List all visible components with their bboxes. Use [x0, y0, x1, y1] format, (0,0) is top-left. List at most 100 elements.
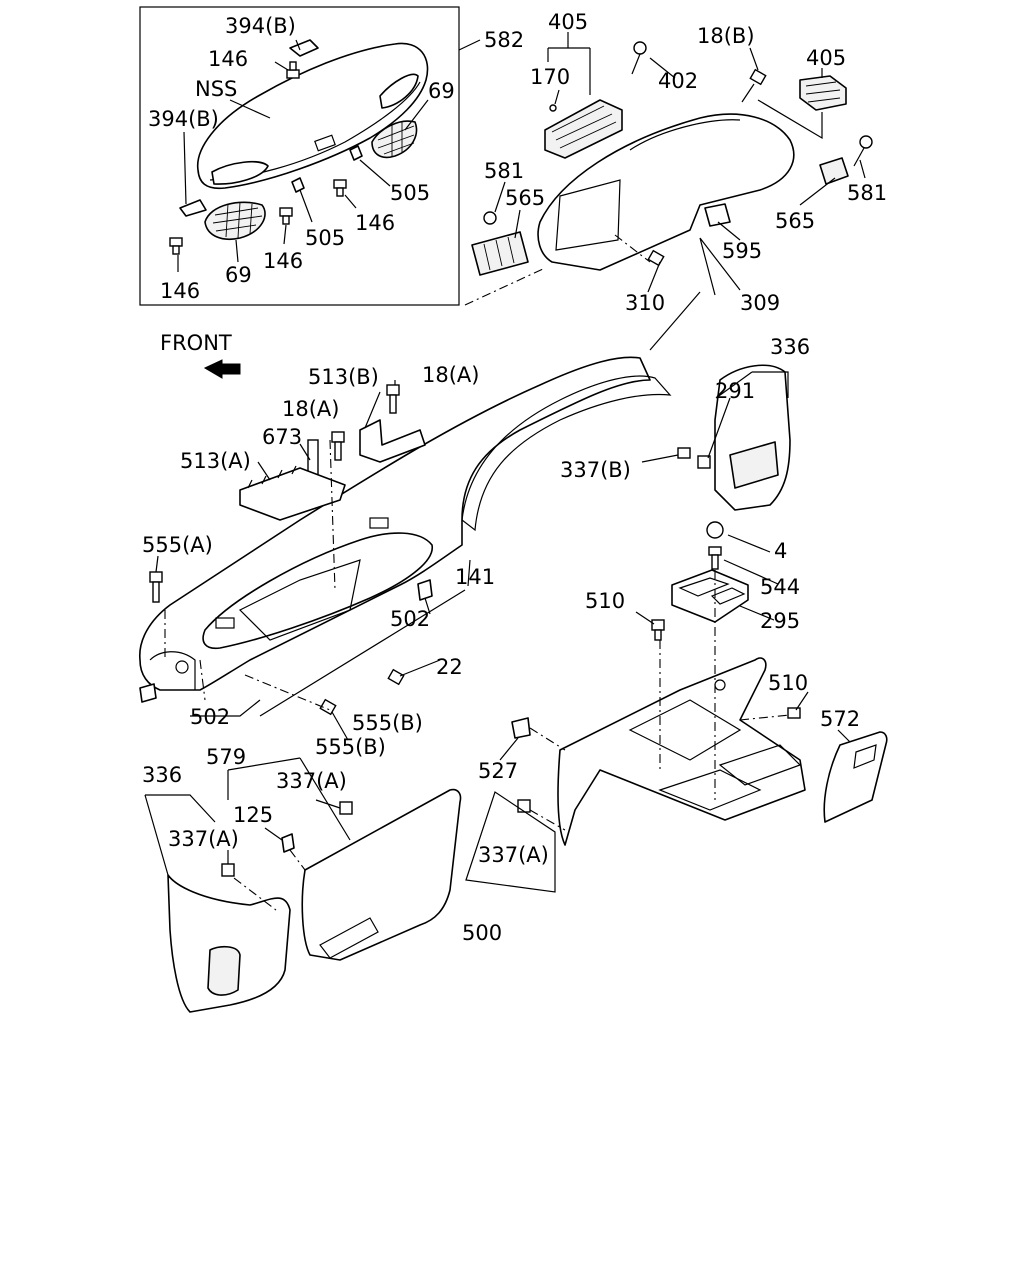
bracket-513a — [239, 467, 346, 521]
screw-18b — [741, 68, 767, 103]
switch-565-right — [819, 157, 849, 185]
clip-337a-top — [339, 801, 353, 815]
pad-69-right-grid — [377, 121, 415, 156]
side-cover-bottom-pocket — [207, 945, 241, 996]
label-141: 141 — [455, 565, 495, 589]
label-555a: 555(A) — [142, 533, 213, 557]
label-579: 579 — [206, 745, 246, 769]
dashboard-arch — [461, 375, 672, 532]
label-295: 295 — [760, 609, 800, 633]
latch-right — [369, 517, 389, 529]
label-513a: 513(A) — [180, 449, 251, 473]
cluster-hood-opening — [555, 179, 621, 251]
label-565-left: 565 — [505, 186, 545, 210]
label-582: 582 — [484, 28, 524, 52]
screw-555a — [149, 571, 163, 603]
clip-337a-mid — [517, 799, 531, 813]
fastener-146-top — [286, 61, 300, 79]
bracket-394b-top — [289, 39, 319, 57]
label-595: 595 — [722, 239, 762, 263]
label-673: 673 — [262, 425, 302, 449]
label-581-right: 581 — [847, 181, 887, 205]
screw-581-right — [853, 135, 873, 167]
label-394b-left: 394(B) — [148, 107, 219, 131]
dashboard-main-141 — [139, 356, 691, 741]
clip-502-left — [139, 683, 157, 703]
screw-555b-1 — [387, 668, 405, 686]
console-500 — [465, 521, 888, 893]
inset-detail — [139, 6, 481, 306]
dashboard-left-end — [149, 651, 196, 690]
label-146-top: 146 — [208, 47, 248, 71]
label-510-right: 510 — [768, 671, 808, 695]
nss-cover — [196, 42, 429, 190]
screw-581-left — [483, 211, 497, 225]
label-309: 309 — [740, 291, 780, 315]
bracket-595 — [704, 203, 731, 227]
clip-337a-left — [221, 863, 235, 877]
vent-405-right — [799, 75, 847, 111]
label-146-b1: 146 — [160, 279, 200, 303]
label-146-b2: 146 — [263, 249, 303, 273]
cluster-hood-309 — [537, 113, 795, 271]
fastener-146-mid — [333, 179, 347, 197]
screw-555b-2 — [319, 698, 337, 716]
bracket-513b — [359, 419, 426, 463]
label-405-right: 405 — [806, 46, 846, 70]
switch-565-left — [471, 231, 529, 276]
bracket-394b-left — [179, 199, 207, 217]
clip-505-mid — [291, 177, 305, 193]
cap-4 — [706, 521, 724, 539]
label-18a-2: 18(A) — [282, 397, 339, 421]
side-panel-572 — [823, 731, 888, 823]
console-tray — [628, 699, 742, 761]
label-337a-left: 337(A) — [168, 827, 239, 851]
label-572: 572 — [820, 707, 860, 731]
screw-544 — [708, 546, 722, 570]
front-arrow — [203, 359, 241, 379]
vent-405-right-louvres — [805, 81, 841, 103]
vent-405-top — [544, 99, 623, 159]
screw-18a-1 — [386, 384, 400, 414]
label-nss: NSS — [195, 77, 237, 101]
label-18b: 18(B) — [697, 24, 755, 48]
label-544: 544 — [760, 575, 800, 599]
knee-panel-579 — [301, 788, 462, 961]
screw-402 — [631, 41, 647, 75]
label-291: 291 — [715, 379, 755, 403]
clip-125 — [281, 833, 295, 853]
vent-405-top-louvres — [551, 105, 617, 149]
knee-panel-handle — [319, 917, 379, 959]
label-502-left: 502 — [190, 705, 230, 729]
fastener-146-b1 — [169, 237, 183, 255]
side-cover-336-top — [697, 364, 791, 511]
clip-170 — [549, 104, 557, 112]
pad-69-bottom — [204, 201, 266, 240]
label-500: 500 — [462, 921, 502, 945]
label-170: 170 — [530, 65, 570, 89]
screw-510-right — [787, 707, 801, 719]
dashboard-side-vent — [175, 660, 189, 674]
clip-502-top — [417, 579, 433, 601]
label-581-left: 581 — [484, 159, 524, 183]
label-22: 22 — [436, 655, 463, 679]
console-body — [557, 657, 806, 846]
latch-left — [215, 617, 235, 629]
nss-latch — [314, 134, 336, 152]
pad-69-bottom-grid — [212, 201, 263, 239]
label-505-mid: 505 — [305, 226, 345, 250]
label-69-bottom: 69 — [225, 263, 252, 287]
cluster-hood-assembly — [464, 32, 873, 351]
nss-recess-left — [211, 160, 269, 185]
fastener-146-b2 — [279, 207, 293, 225]
clip-505-right — [349, 145, 363, 161]
nss-recess-right — [379, 73, 419, 109]
glovebox-inner — [238, 559, 361, 641]
label-336-bottom: 336 — [142, 763, 182, 787]
label-555b-1: 555(B) — [352, 711, 423, 735]
label-337b: 337(B) — [560, 458, 631, 482]
clip-527 — [511, 717, 531, 739]
label-527: 527 — [478, 759, 518, 783]
